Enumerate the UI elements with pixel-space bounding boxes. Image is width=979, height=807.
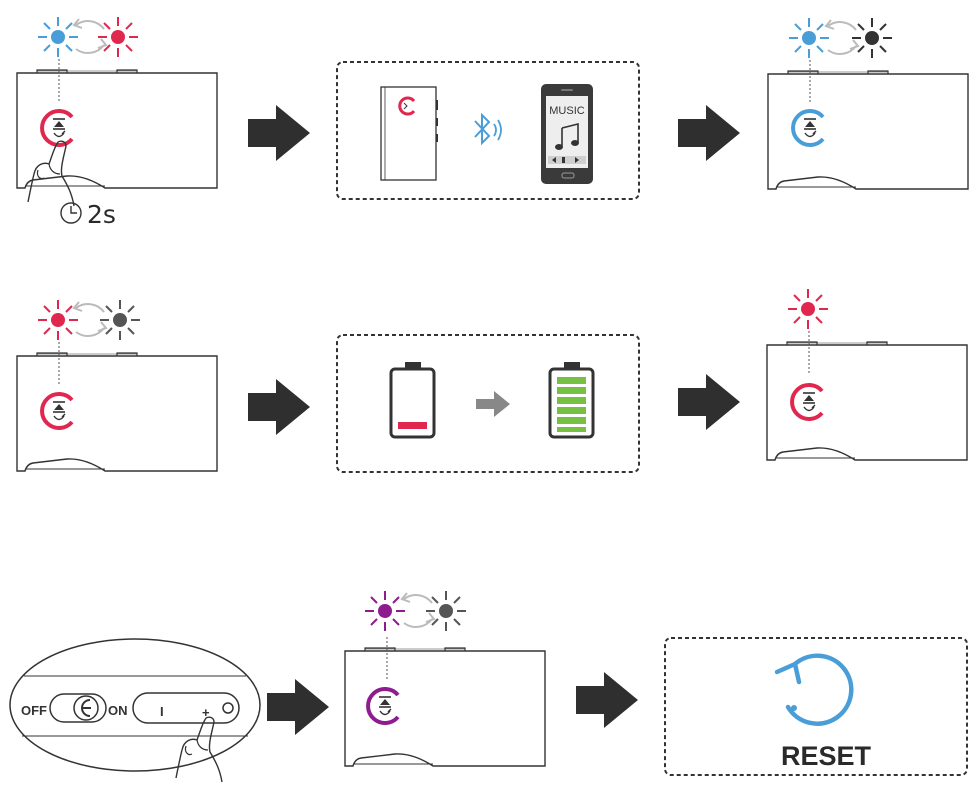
speaker-body [766, 330, 968, 461]
flow-arrow-5 [267, 679, 329, 735]
row-pairing: 2s [16, 16, 969, 229]
speaker-step1-pairing: 2s [16, 16, 218, 229]
led-blue-icon [37, 16, 79, 58]
flow-arrow-2 [678, 105, 740, 161]
switch-off-label: OFF [21, 703, 47, 718]
bluetooth-icon [474, 112, 502, 146]
reset-icon [774, 653, 854, 726]
flow-arrow-1 [248, 105, 310, 161]
speaker-step3-paired [767, 17, 969, 190]
speaker-step2-reset [344, 590, 546, 767]
hold-duration-label: 2s [87, 200, 116, 229]
row-charging [16, 288, 968, 473]
led-red-icon [97, 16, 139, 58]
speaker-step3-charged [766, 288, 968, 461]
battery-full-icon [548, 362, 595, 439]
reset-panel: RESET [664, 637, 968, 776]
led-blue-icon [788, 17, 830, 59]
led-dark-icon [851, 17, 893, 59]
phone-icon: MUSIC [541, 84, 593, 184]
switch-closeup: OFF ON I + [9, 638, 261, 783]
speaker-body [16, 58, 218, 189]
speaker-icon [380, 86, 438, 181]
pairing-panel: MUSIC [336, 61, 640, 200]
charge-arrow-icon [476, 391, 510, 417]
volume-rocker[interactable]: I + [132, 692, 240, 724]
indicator-dot-icon [222, 702, 234, 714]
flow-arrow-3 [248, 379, 310, 435]
battery-low-icon [389, 362, 436, 439]
speaker-step1-charging [16, 299, 218, 472]
clock-icon [60, 202, 82, 224]
speaker-body [16, 341, 218, 472]
row-reset: OFF ON I + [9, 590, 968, 783]
volume-minus-label: I [160, 704, 164, 719]
switch-on-label: ON [108, 703, 128, 718]
led-purple-icon [364, 590, 406, 632]
flow-arrow-4 [678, 374, 740, 430]
led-red-icon [37, 299, 79, 341]
led-dark-icon [425, 590, 467, 632]
speaker-body [344, 636, 546, 767]
speaker-body [767, 59, 969, 190]
led-red-icon [787, 288, 829, 330]
power-switch[interactable] [49, 693, 107, 723]
charging-panel [336, 334, 640, 473]
flow-arrow-6 [576, 672, 638, 728]
phone-music-label: MUSIC [549, 105, 585, 117]
volume-plus-label: + [202, 705, 210, 720]
reset-label: RESET [781, 741, 872, 771]
led-dark-icon [99, 299, 141, 341]
music-note-icon [555, 122, 579, 150]
